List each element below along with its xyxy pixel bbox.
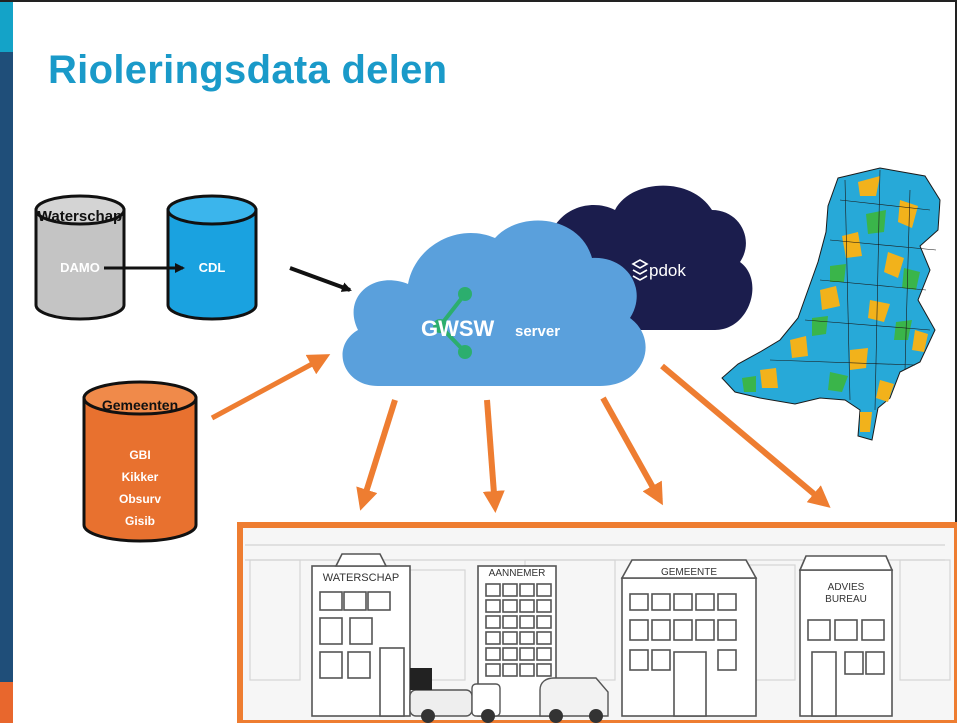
building-adviesbureau bbox=[798, 555, 894, 717]
cdl-to-cloud-arrow bbox=[289, 266, 352, 292]
slide-border-top bbox=[0, 0, 957, 2]
pdok-logo-icon bbox=[631, 259, 649, 281]
gwsw-share-icon bbox=[433, 287, 472, 359]
gwsw-label: GWSW bbox=[421, 316, 495, 341]
pdok-label: pdok bbox=[649, 261, 686, 280]
arrow-to-gemeente bbox=[600, 396, 663, 506]
aannemer-sign: AANNEMER bbox=[489, 568, 546, 579]
gwsw-cloud: GWSW server bbox=[342, 220, 646, 386]
arrow-to-waterschap bbox=[356, 399, 398, 511]
accent-bar-navy bbox=[0, 52, 13, 682]
sewer-truck-icon bbox=[409, 668, 501, 723]
arrow-to-adviesbureau bbox=[660, 363, 831, 508]
waterschap-sign: WATERSCHAP bbox=[323, 572, 399, 584]
arrow-to-aannemer bbox=[482, 399, 505, 513]
system-gbi: GBI bbox=[129, 448, 150, 462]
system-obsurv: Obsurv bbox=[119, 492, 161, 506]
van-icon bbox=[539, 677, 609, 723]
waterschap-cylinder: Waterschap DAMO bbox=[34, 194, 126, 321]
gemeenten-cylinder: Gemeenten GBI Kikker Obsurv Gisib bbox=[82, 380, 198, 543]
system-kikker: Kikker bbox=[122, 470, 159, 484]
slide-title: Rioleringsdata delen bbox=[48, 48, 448, 92]
damo-label: DAMO bbox=[60, 260, 100, 275]
accent-bar-orange bbox=[0, 682, 13, 723]
advies-sign-line1: ADVIES bbox=[828, 582, 865, 593]
cdl-cylinder: CDL bbox=[166, 194, 258, 321]
server-label: server bbox=[515, 323, 560, 340]
system-gisib: Gisib bbox=[125, 514, 155, 528]
cdl-label: CDL bbox=[199, 260, 226, 275]
building-gemeente bbox=[620, 559, 758, 717]
buildings-panel: WATERSCHAP AANNEMER GEMEENT bbox=[237, 522, 957, 723]
netherlands-map bbox=[721, 167, 941, 441]
advies-sign-line2: BUREAU bbox=[825, 594, 867, 605]
gemeente-sign: GEMEENTE bbox=[661, 567, 717, 578]
slide-border-right bbox=[955, 0, 957, 723]
waterschap-label: Waterschap bbox=[38, 208, 122, 225]
building-waterschap bbox=[311, 553, 411, 717]
gemeenten-label: Gemeenten bbox=[102, 397, 178, 413]
accent-bar-teal bbox=[0, 0, 13, 52]
gemeenten-to-cloud-arrow bbox=[210, 354, 331, 421]
